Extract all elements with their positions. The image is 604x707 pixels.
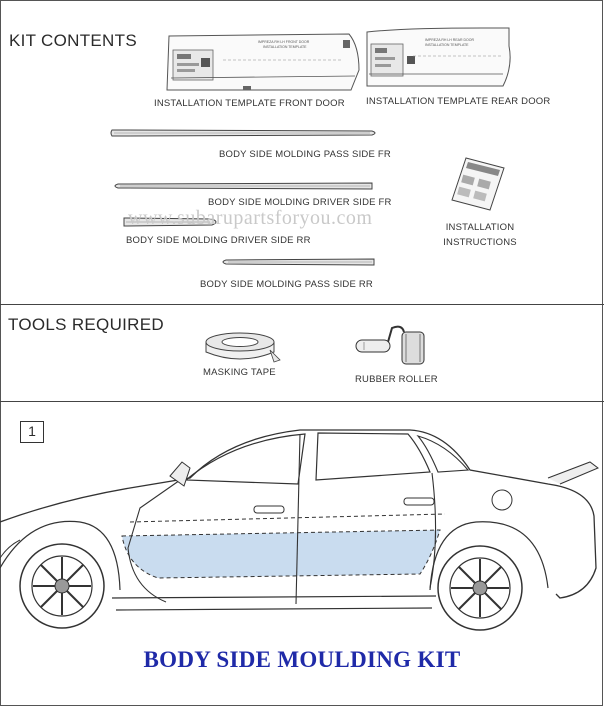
rear-door-template-illustration: IMPREZA RH LH REAR DOOR INSTALLATION TEM… [366, 27, 511, 87]
step-number-box: 1 [20, 421, 44, 443]
rear-template-subtitle: INSTALLATION TEMPLATE [425, 43, 469, 47]
instructions-label-line2: INSTRUCTIONS [443, 237, 517, 248]
driver-side-rr-label: BODY SIDE MOLDING DRIVER SIDE RR [126, 235, 311, 246]
car-side-view-illustration [0, 429, 599, 631]
front-door-template-illustration: IMPREZA RH LH FRONT DOOR INSTALLATION TE… [166, 33, 360, 91]
tools-required-heading: TOOLS REQUIRED [8, 315, 164, 334]
instructions-booklet-icon [451, 157, 505, 211]
front-template-title: IMPREZA RH LH FRONT DOOR [258, 40, 310, 44]
template-rear-label: INSTALLATION TEMPLATE REAR DOOR [366, 96, 551, 107]
molding-driver-side-fr-illustration [114, 182, 373, 190]
watermark-text: www.subarupartsforyou.com [128, 207, 373, 229]
section-divider [0, 304, 604, 305]
molding-pass-side-rr-illustration [222, 258, 375, 266]
kit-title: BODY SIDE MOULDING KIT [143, 647, 461, 672]
template-front-label: INSTALLATION TEMPLATE FRONT DOOR [154, 98, 345, 109]
rubber-roller-icon [355, 325, 425, 365]
molding-driver-side-rr-illustration [123, 217, 217, 227]
kit-contents-heading: KIT CONTENTS [9, 31, 137, 50]
masking-tape-label: MASKING TAPE [203, 367, 276, 378]
section-divider [0, 401, 604, 402]
pass-side-fr-label: BODY SIDE MOLDING PASS SIDE FR [219, 149, 391, 160]
masking-tape-icon [205, 332, 281, 363]
molding-pass-side-fr-illustration [110, 129, 376, 137]
driver-side-fr-label: BODY SIDE MOLDING DRIVER SIDE FR [208, 197, 392, 208]
pass-side-rr-label: BODY SIDE MOLDING PASS SIDE RR [200, 279, 373, 290]
instructions-label-line1: INSTALLATION [445, 222, 515, 233]
rubber-roller-label: RUBBER ROLLER [355, 374, 438, 385]
rear-template-title: IMPREZA RH LH REAR DOOR [425, 38, 474, 42]
front-template-subtitle: INSTALLATION TEMPLATE [263, 45, 307, 49]
